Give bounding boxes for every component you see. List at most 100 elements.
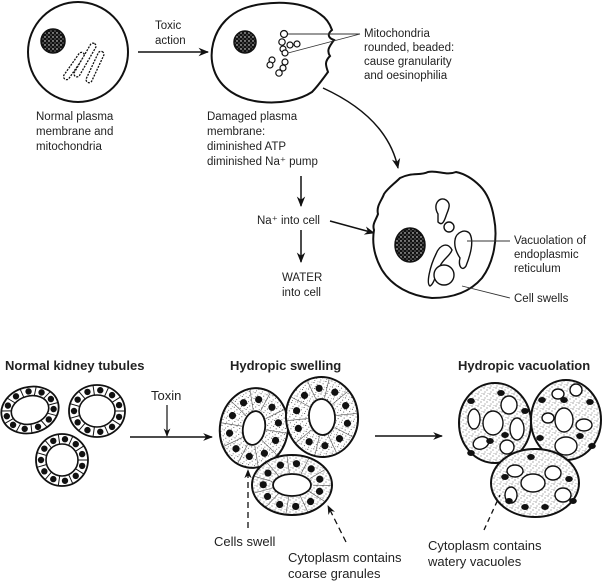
cell-border bbox=[254, 476, 273, 482]
cell-border bbox=[30, 424, 33, 434]
cell-border bbox=[300, 495, 308, 512]
cell-nucleus bbox=[108, 391, 116, 399]
hydropic-vacuolation-title: Hydropic vacuolation bbox=[458, 358, 590, 373]
mitochondria-callout: rounded, beaded: bbox=[364, 42, 454, 54]
cell-border bbox=[221, 422, 243, 427]
cell-nucleus bbox=[294, 424, 302, 432]
nucleus bbox=[394, 227, 426, 263]
swollen-tubule bbox=[458, 382, 532, 464]
svg-text:Normal plasma membrane and: Normal plasma membrane and mitochondria bbox=[36, 111, 117, 153]
cell-border bbox=[237, 444, 248, 463]
cell-nucleus bbox=[50, 475, 57, 483]
cell-nucleus bbox=[41, 468, 48, 475]
cell-nucleus bbox=[9, 421, 17, 429]
cell-border bbox=[75, 445, 85, 452]
cell-border bbox=[327, 435, 337, 453]
cell-border bbox=[44, 440, 52, 449]
cell-nucleus bbox=[300, 391, 309, 399]
cell-border bbox=[324, 379, 330, 398]
cell-nucleus bbox=[306, 497, 315, 506]
cell-nucleus bbox=[569, 498, 577, 504]
cell-nucleus bbox=[264, 469, 272, 477]
mitochondria-callout: and oesinophilia bbox=[364, 70, 448, 82]
cell-nucleus bbox=[38, 389, 45, 396]
damaged-cell-caption: diminished Na⁺ pump bbox=[207, 156, 318, 168]
cell-border bbox=[300, 458, 309, 475]
cell-nucleus bbox=[331, 388, 339, 396]
cell-nucleus bbox=[305, 438, 313, 446]
watery-vacuole bbox=[544, 465, 562, 481]
cell-nucleus bbox=[21, 425, 28, 433]
cell-nucleus bbox=[70, 407, 78, 415]
cell-border bbox=[48, 402, 59, 406]
cell-nucleus bbox=[521, 408, 529, 414]
tubule bbox=[68, 384, 126, 438]
cell-nucleus bbox=[72, 472, 79, 480]
watery-vacuole bbox=[520, 473, 546, 493]
granules-callout: coarse granules bbox=[288, 566, 381, 581]
tubule-lumen bbox=[45, 443, 79, 477]
cells-swell-callout: Cells swell bbox=[214, 534, 276, 549]
cell-nucleus bbox=[521, 504, 529, 510]
cell-border bbox=[69, 403, 80, 407]
rounded-mitochondria bbox=[266, 29, 301, 77]
swollen-cell-callout-lines bbox=[461, 240, 511, 299]
cell-border bbox=[231, 401, 247, 416]
nucleus bbox=[40, 28, 66, 54]
cell-border bbox=[1, 410, 12, 412]
cell-nucleus bbox=[342, 402, 350, 410]
cell-border bbox=[75, 468, 85, 475]
cell-nucleus bbox=[47, 395, 55, 403]
tubule-lumen bbox=[78, 394, 116, 428]
cell-nucleus bbox=[501, 474, 509, 480]
toxin-label: Toxin bbox=[151, 388, 181, 403]
cell-nucleus bbox=[541, 504, 549, 510]
cell-swells-callout: Cell swells bbox=[514, 293, 569, 305]
cell-nucleus bbox=[565, 476, 573, 482]
watery-vacuole bbox=[506, 464, 524, 478]
watery-vacuole bbox=[551, 388, 565, 400]
cell-nucleus bbox=[536, 435, 544, 441]
cell-nucleus bbox=[50, 437, 57, 445]
cell-border bbox=[336, 413, 357, 416]
cell-border bbox=[261, 440, 277, 455]
water-label: WATER bbox=[282, 272, 322, 284]
toxic-action-label: Toxic bbox=[155, 20, 181, 32]
swollen-tubule bbox=[251, 454, 333, 516]
watery-vacuole bbox=[554, 487, 572, 503]
cell-nucleus bbox=[255, 395, 263, 404]
na-into-cell-label: Na⁺ into cell bbox=[257, 215, 320, 227]
cell-nucleus bbox=[586, 399, 594, 405]
cell-border bbox=[4, 418, 14, 424]
watery-vacuole bbox=[499, 439, 515, 455]
cell-nucleus bbox=[263, 492, 272, 501]
cell-nucleus bbox=[276, 500, 284, 509]
cell-nucleus bbox=[292, 407, 301, 415]
svg-text:Damaged plasma membrane:: Damaged plasma membrane: diminished ATP … bbox=[207, 111, 318, 168]
cell-border bbox=[111, 396, 121, 403]
cell-border bbox=[309, 491, 325, 502]
watery-vacuole bbox=[482, 410, 504, 436]
cell-border bbox=[314, 436, 320, 455]
cell-border bbox=[265, 493, 279, 507]
cell-nucleus bbox=[276, 461, 285, 469]
watery-vacuole bbox=[575, 418, 593, 432]
cell-nucleus bbox=[307, 465, 315, 473]
damaged-cell-caption: Damaged plasma bbox=[207, 111, 298, 123]
water-label: into cell bbox=[282, 287, 321, 299]
cell-nucleus bbox=[74, 396, 81, 403]
cell-nucleus bbox=[321, 442, 329, 450]
cell-border bbox=[40, 419, 48, 428]
cell-nucleus bbox=[259, 481, 267, 489]
cell-nucleus bbox=[315, 487, 324, 495]
cell-border bbox=[295, 429, 312, 443]
cell-border bbox=[254, 446, 259, 467]
cell-border bbox=[286, 456, 290, 474]
cell-border bbox=[111, 419, 121, 426]
cell-nucleus bbox=[225, 429, 234, 437]
swollen-tubule bbox=[284, 376, 360, 458]
cell-border bbox=[19, 388, 25, 398]
cell-border bbox=[287, 418, 308, 421]
cell-nucleus bbox=[232, 445, 240, 453]
cell-nucleus bbox=[50, 405, 57, 413]
